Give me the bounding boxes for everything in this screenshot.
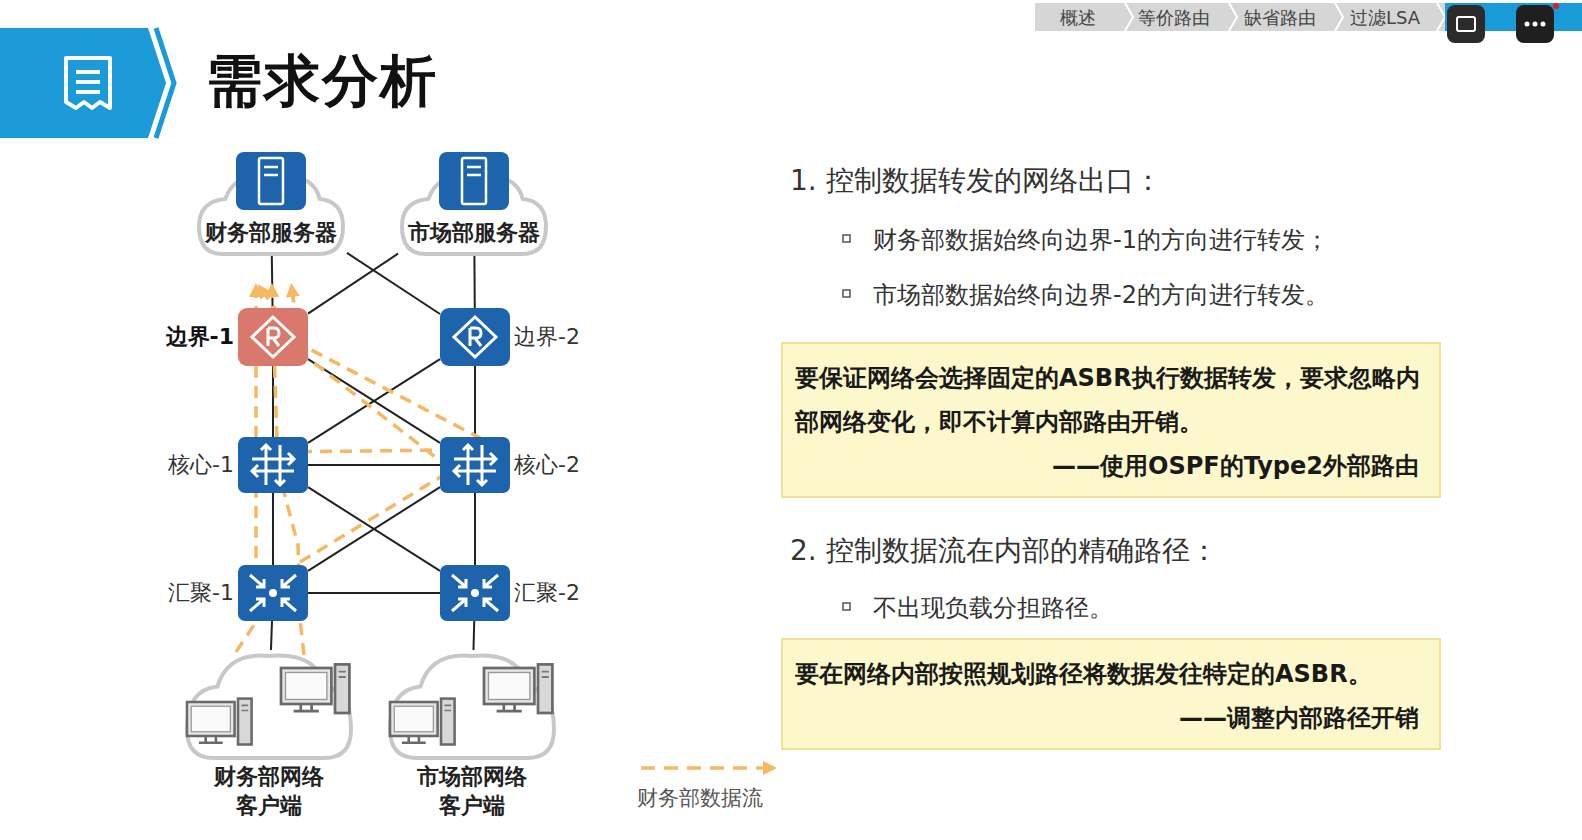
core-switch-graphic (440, 437, 510, 493)
legend-text: 财务部数据流 (637, 784, 763, 812)
client-cloud: 财务部网络 客户端 (183, 650, 355, 760)
device-label: 边界-2 (514, 323, 580, 351)
network-link (474, 366, 476, 437)
device-label: 财务部服务器 (195, 218, 347, 248)
nav-tab: 过滤LSA (1350, 6, 1420, 30)
core-switch-graphic (238, 437, 308, 493)
aggregation-switch-graphic (440, 565, 510, 621)
network-link (308, 592, 440, 594)
network-link (308, 487, 440, 571)
nav-chevrons (1125, 3, 1445, 31)
device-label: 市场部网络 客户端 (410, 762, 534, 820)
network-link (308, 487, 440, 571)
player-buttons (1447, 3, 1559, 43)
network-link (272, 493, 274, 565)
device-label: 核心-1 (168, 451, 234, 479)
header-chevron (156, 28, 174, 138)
network-link (308, 359, 440, 443)
client-cloud: 市场部网络 客户端 (386, 650, 558, 760)
note-text: 要在网络内部按照规划路径将数据发往特定的ASBR。 (795, 652, 1425, 696)
requirement-heading: 1. 控制数据转发的网络出口： (790, 162, 1162, 200)
device-label: 汇聚-1 (168, 579, 234, 607)
network-link (308, 359, 440, 443)
network-link (308, 254, 398, 314)
network-link (347, 253, 440, 314)
aggregation-switch: 汇聚-2 (440, 565, 510, 621)
note-conclusion: ——调整内部路径开销 (795, 696, 1425, 740)
client-cloud-graphic (183, 650, 355, 760)
nav-bar (1035, 3, 1582, 31)
document-icon (66, 58, 110, 108)
core-switch: 核心-2 (440, 437, 510, 493)
network-link (474, 493, 476, 565)
nav-tab: 概述 (1060, 6, 1096, 30)
core-switch: 核心-1 (238, 437, 308, 493)
note-text: 要保证网络会选择固定的ASBR执行数据转发，要求忽略内部网络变化，即不计算内部路… (795, 356, 1425, 444)
aggregation-switch: 汇聚-1 (238, 565, 308, 621)
bullet-text: 不出现负载分担路径。 (873, 592, 1113, 624)
client-cloud-graphic (386, 650, 558, 760)
requirement-heading: 2. 控制数据流在内部的精确路径： (790, 532, 1218, 570)
network-link (271, 256, 274, 308)
bullet-text: 市场部数据始终向边界-2的方向进行转发。 (873, 279, 1329, 311)
note-box: 要在网络内部按照规划路径将数据发往特定的ASBR。——调整内部路径开销 (781, 638, 1441, 750)
router-icon-graphic (238, 308, 308, 366)
device-label: 财务部网络 客户端 (207, 762, 331, 820)
header-band (0, 28, 166, 138)
network-link (472, 621, 475, 650)
device-label: 市场部服务器 (398, 218, 550, 248)
device-label: 边界-1 (166, 323, 234, 351)
bullet-text: 财务部数据始终向边界-1的方向进行转发； (873, 224, 1329, 256)
device-label: 汇聚-2 (514, 579, 580, 607)
server-cloud: 市场部服务器 (398, 150, 550, 256)
note-box: 要保证网络会选择固定的ASBR执行数据转发，要求忽略内部网络变化，即不计算内部路… (781, 342, 1441, 498)
router-icon: 边界-2 (440, 308, 510, 366)
network-link (308, 464, 440, 466)
slide-title: 需求分析 (206, 44, 438, 120)
server-cloud: 财务部服务器 (195, 150, 347, 256)
legend-swatch (641, 766, 770, 770)
network-link (473, 256, 475, 308)
device-label: 核心-2 (514, 451, 580, 479)
router-icon-graphic (440, 308, 510, 366)
aggregation-switch-graphic (238, 565, 308, 621)
network-link (271, 621, 272, 650)
router-icon: 边界-1 (238, 308, 308, 366)
nav-tab: 等价路由 (1138, 6, 1210, 30)
nav-tab: 缺省路由 (1244, 6, 1316, 30)
note-conclusion: ——使用OSPF的Type2外部路由 (795, 444, 1425, 488)
